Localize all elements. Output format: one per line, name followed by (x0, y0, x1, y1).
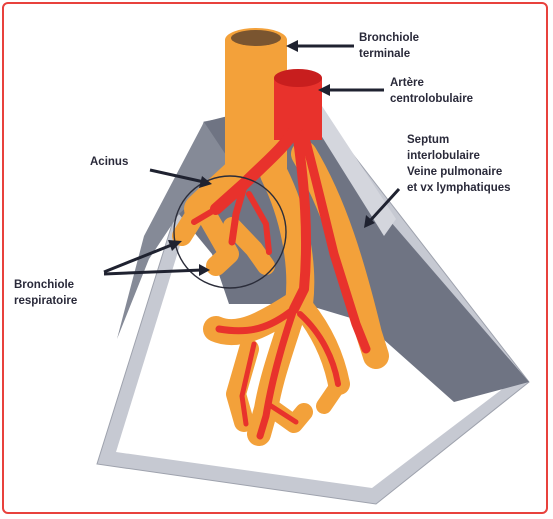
label-bronchiole-respiratoire: Bronchiole respiratoire (14, 279, 77, 307)
lung-lobule-diagram: Bronchiole terminale Artère centrolobula… (4, 4, 548, 514)
figure-frame: Bronchiole terminale Artère centrolobula… (2, 2, 548, 514)
label-acinus: Acinus (90, 156, 128, 168)
label-artere-centrolobulaire: Artère centrolobulaire (390, 77, 473, 105)
label-bronchiole-terminale: Bronchiole terminale (359, 32, 422, 60)
label-septum: Septum interlobulaire Veine pulmonaire e… (407, 134, 511, 194)
